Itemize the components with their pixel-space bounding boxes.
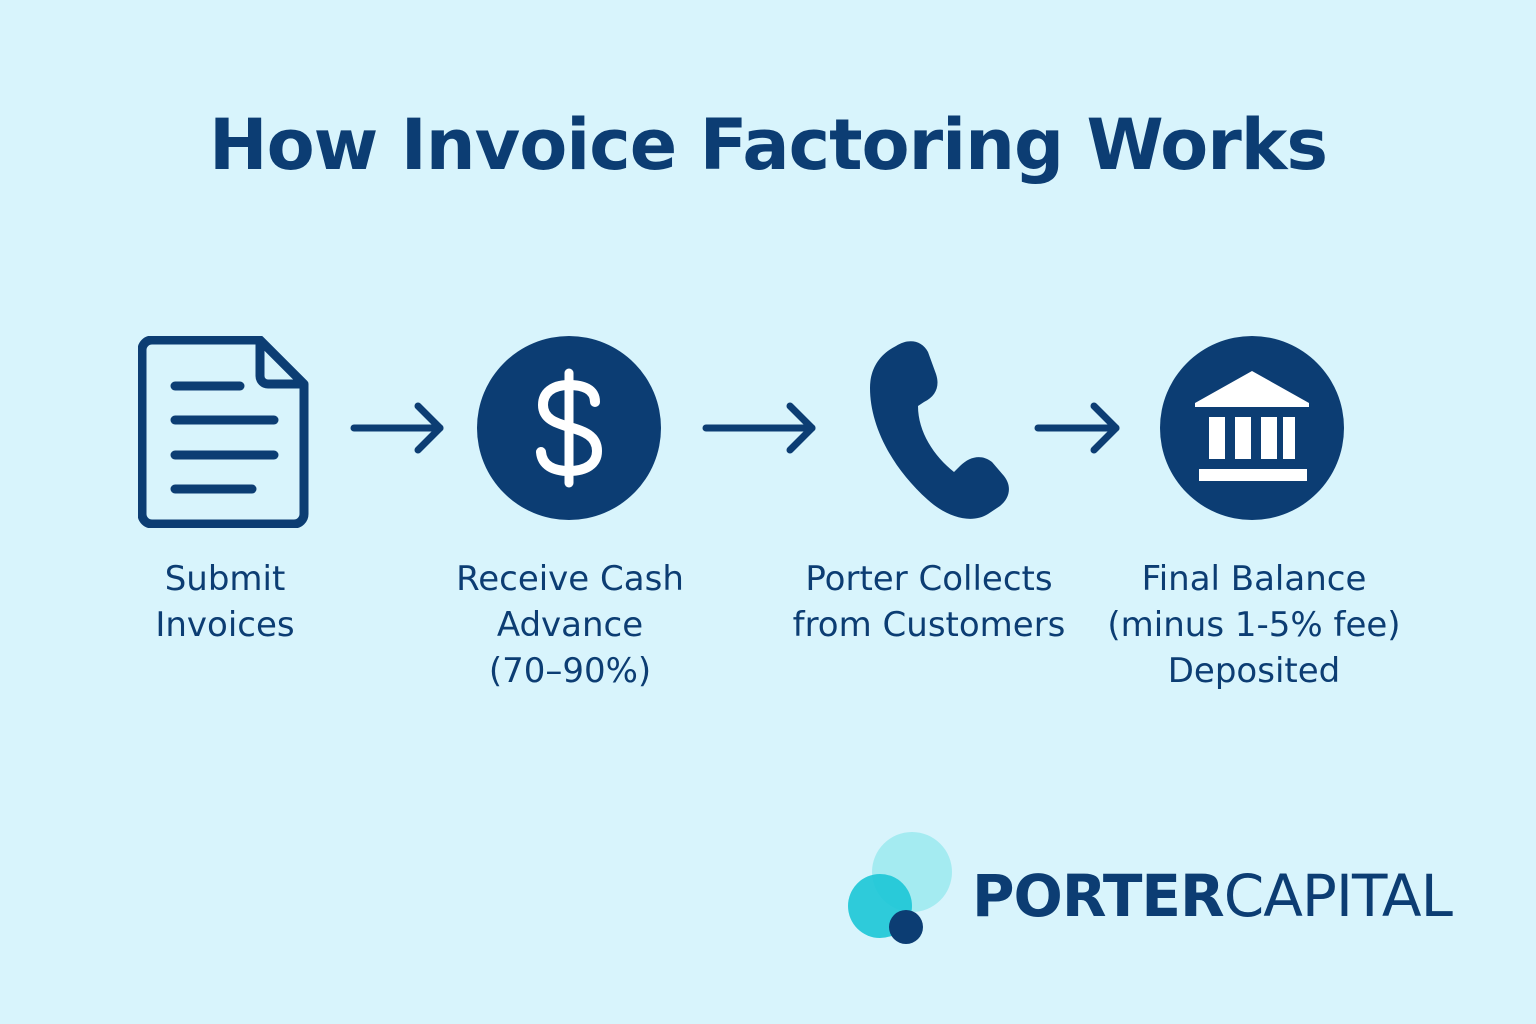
step-label-porter-collects: Porter Collects from Customers	[792, 559, 1066, 645]
bank-circle-icon	[1160, 336, 1344, 520]
step-label-submit-invoices: Submit Invoices	[155, 559, 295, 645]
dollar-circle-icon	[477, 336, 661, 520]
porter-capital-logo: PORTERCAPITAL	[972, 862, 1453, 930]
arrow-right-icon	[350, 402, 444, 454]
document-icon	[138, 336, 309, 528]
arrow-right-icon	[702, 402, 816, 454]
step-label-final-balance: Final Balance (minus 1-5% fee) Deposited	[1107, 559, 1401, 691]
arrow-right-icon	[1034, 402, 1120, 454]
step-label-receive-cash-advance: Receive Cash Advance (70–90%)	[456, 559, 684, 691]
phone-icon	[870, 341, 1009, 519]
page-title: How Invoice Factoring Works	[208, 104, 1328, 186]
logo-text-light: CAPITAL	[1223, 862, 1453, 930]
logo-text-bold: PORTER	[972, 862, 1225, 930]
porter-capital-logo-mark	[848, 832, 952, 944]
